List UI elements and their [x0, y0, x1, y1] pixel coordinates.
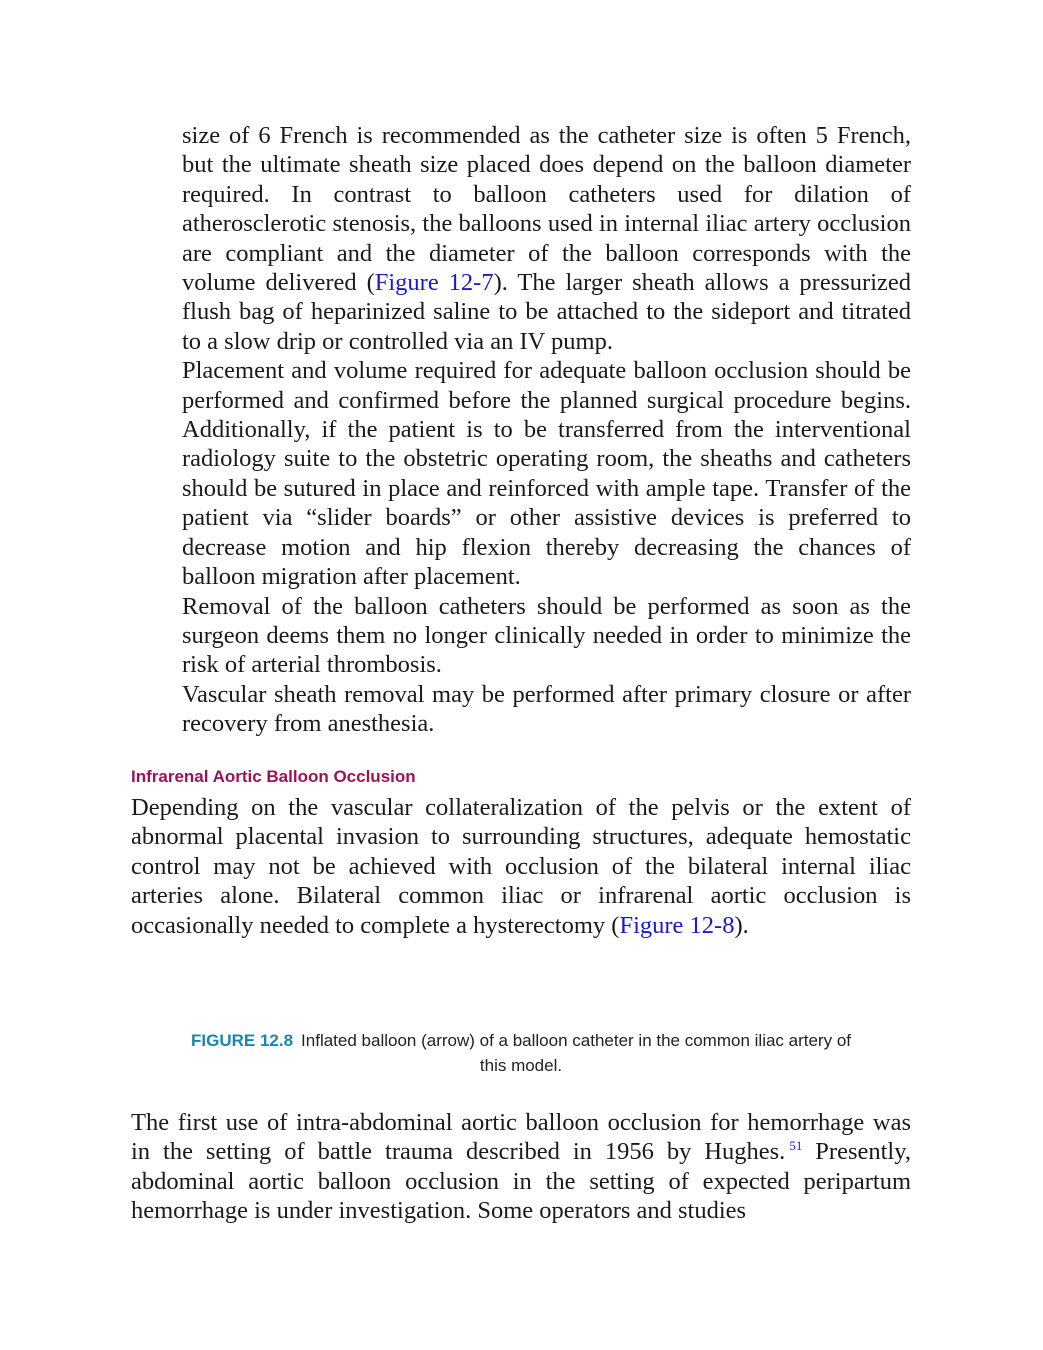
paragraph-text: Presently, abdominal aortic balloon occl…	[131, 1138, 912, 1225]
paragraph-text: size of 6 French is recommended as the c…	[182, 122, 911, 297]
paragraph-collateralization: Depending on the vascular collateralizat…	[131, 793, 911, 940]
section-heading: Infrarenal Aortic Balloon Occlusion	[131, 767, 416, 786]
paragraph-text: The first use of intra-abdominal aortic …	[131, 1109, 911, 1166]
paragraph-text: Depending on the vascular collateralizat…	[131, 794, 911, 939]
reference-51-link[interactable]: 51	[789, 1138, 803, 1154]
figure-caption: FIGURE 12.8 Inflated balloon (arrow) of a…	[190, 1028, 852, 1078]
figure-label: FIGURE 12.8	[191, 1031, 294, 1050]
indented-text-block: size of 6 French is recommended as the c…	[182, 121, 911, 739]
paragraph-sheath-removal: Vascular sheath removal may be performed…	[182, 680, 911, 738]
paragraph-removal: Removal of the balloon catheters should …	[182, 592, 911, 679]
paragraph-placement: Placement and volume required for adequa…	[182, 357, 911, 591]
paragraph-text: ).	[734, 911, 749, 939]
paragraph-first-use: The first use of intra-abdominal aortic …	[131, 1108, 911, 1226]
closing-text-block: The first use of intra-abdominal aortic …	[131, 1108, 911, 1226]
figure-12-7-link[interactable]: Figure 12-7	[374, 269, 494, 297]
section-body: Depending on the vascular collateralizat…	[131, 793, 911, 940]
figure-12-8-link[interactable]: Figure 12-8	[619, 911, 735, 939]
figure-caption-text: Inflated balloon (arrow) of a balloon ca…	[301, 1031, 851, 1075]
paragraph-sheath-size: size of 6 French is recommended as the c…	[182, 121, 911, 356]
paragraph-text: ). The larger sheath allows a pressurize…	[182, 269, 911, 355]
